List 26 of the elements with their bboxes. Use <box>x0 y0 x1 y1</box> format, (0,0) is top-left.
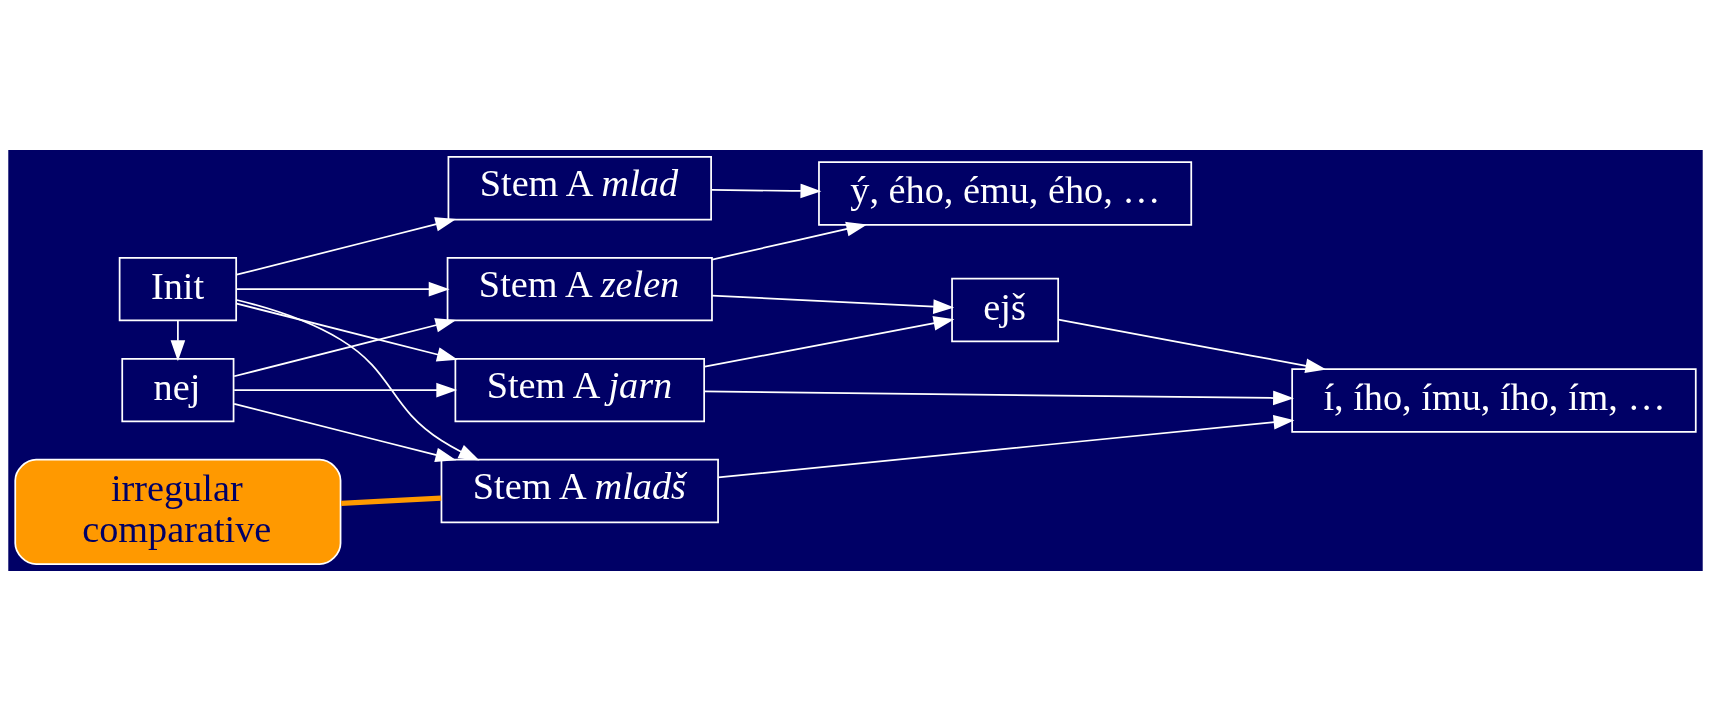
node-box: ejš <box>951 277 1060 343</box>
arrow <box>703 316 955 368</box>
arrow <box>710 183 822 199</box>
connector <box>340 495 442 506</box>
node-box: ý, ého, ému, ého, … <box>818 161 1193 226</box>
arrow <box>703 390 1294 406</box>
arrow <box>233 403 457 463</box>
arrow <box>235 299 480 461</box>
arrow <box>235 217 457 276</box>
arrow <box>711 294 955 314</box>
node-box: Stem A mlad <box>447 156 712 221</box>
node-box: Stem A jarn <box>454 357 705 423</box>
node-box: Stem A mladš <box>440 458 719 524</box>
arrow <box>233 382 458 398</box>
node-box: irregular comparative <box>14 458 342 565</box>
arrow <box>235 302 458 362</box>
arrow <box>711 221 868 261</box>
arrow <box>233 318 457 378</box>
arrow <box>717 414 1295 479</box>
node-box: nej <box>121 357 235 423</box>
node-box: Init <box>118 257 238 322</box>
arrow <box>170 319 186 362</box>
arrow <box>1057 318 1327 373</box>
node-box: í, ího, ímu, ího, ím, … <box>1291 368 1697 433</box>
arrow <box>235 281 450 297</box>
node-box: Stem A zelen <box>446 257 713 322</box>
